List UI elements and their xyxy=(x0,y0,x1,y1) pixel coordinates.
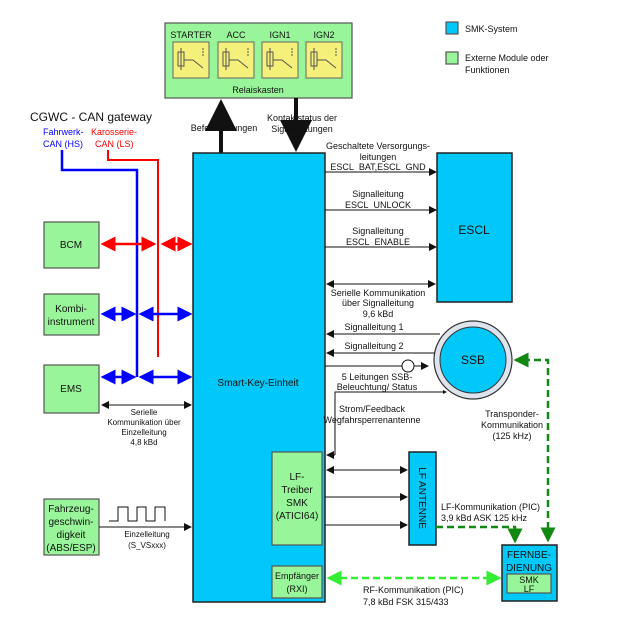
lf-antenna-connections xyxy=(325,466,408,529)
speed-line-label-2: (S_VSxxx) xyxy=(128,541,166,550)
relay-starter: STARTER xyxy=(170,30,212,79)
speed-label-4: (ABS/ESP) xyxy=(46,543,95,554)
contact-status-label: Kontaktstatus der xyxy=(267,113,337,123)
transponder-label-3: (125 kHz) xyxy=(492,431,531,441)
kombi-box xyxy=(43,293,100,336)
escl-connections xyxy=(325,168,437,288)
remote-lf-label: LF xyxy=(524,584,535,594)
remote-label-2: DIENUNG xyxy=(506,563,552,574)
rf-comm-label-2: 7,8 kBd FSK 315/433 xyxy=(363,597,449,607)
escl-label: ESCL xyxy=(458,223,490,237)
legend-external-label: Externe Module oder xyxy=(465,53,549,63)
signal-line-2-label: Signalleitung 2 xyxy=(344,341,403,351)
ssb-connections xyxy=(325,330,447,459)
relay-ign2: IGN2 xyxy=(305,30,343,79)
ls-can-label: Karosserie- xyxy=(91,127,137,137)
signal-line-1-label: Signalleitung 1 xyxy=(344,322,403,332)
ems-label: EMS xyxy=(60,384,82,395)
relay-label: IGN2 xyxy=(313,30,334,40)
transponder-link xyxy=(513,352,556,543)
wireless-links xyxy=(326,352,556,586)
pulse-signal-icon xyxy=(109,506,166,522)
ems-serial-label-3: Einzelleitung xyxy=(121,428,166,437)
kombi-label: Kombi- xyxy=(55,304,87,315)
serial-escl-label-3: 9,6 kBd xyxy=(363,309,394,319)
relay-box-title: Relaiskasten xyxy=(232,85,284,95)
legend: SMK-System Externe Module oder Funktione… xyxy=(445,21,549,75)
remote-smk-lf-box xyxy=(506,573,552,594)
relay-acc: ACC xyxy=(217,30,255,79)
unlock-label-2: ESCL_UNLOCK xyxy=(345,200,411,210)
relay-label: STARTER xyxy=(170,30,212,40)
relay-label: ACC xyxy=(226,30,246,40)
remote-label: FERNBE- xyxy=(507,550,551,561)
legend-smk-swatch xyxy=(445,21,459,35)
lf-driver-label-2: Treiber xyxy=(281,485,313,496)
lf-antenna-box xyxy=(408,451,437,546)
lf-comm-label-2: 3,9 kBd ASK 125 kHz xyxy=(441,513,528,523)
module-connections xyxy=(99,236,193,531)
relay-box: STARTER ACC IGN1 IGN2 Relaiskasten xyxy=(164,22,353,99)
supply-label-3: ESCL_BAT,ESCL_GND xyxy=(330,162,426,172)
unlock-label: Signalleitung xyxy=(352,189,404,199)
bcm-box xyxy=(43,221,100,269)
ssb-lines-label: 5 Leitungen SSB- xyxy=(342,372,413,382)
hs-can-label: Fahrwerk- xyxy=(43,127,84,137)
feedback-label: Strom/Feedback xyxy=(339,404,406,414)
bcm-label: BCM xyxy=(60,240,82,251)
lf-driver-label-4: (ATICI64) xyxy=(276,511,319,522)
serial-escl-label-2: über Signalleitung xyxy=(342,298,414,308)
lf-antenna-label: LF ANTENNE xyxy=(416,467,427,529)
relay-ign1: IGN1 xyxy=(261,30,299,79)
receiver-label-2: (RXI) xyxy=(287,584,308,594)
serial-escl-label: Serielle Kommunikation xyxy=(331,288,426,298)
ems-serial-label-2: Kommunikation über xyxy=(107,418,181,427)
contact-status-label-2: Signalleitungen xyxy=(271,124,333,134)
receiver-label: Empfänger xyxy=(275,571,319,581)
gateway-title: CGWC - CAN gateway xyxy=(30,110,152,124)
hs-can-bus xyxy=(60,150,139,377)
transponder-label: Transponder- xyxy=(485,409,539,419)
lf-driver-box xyxy=(271,451,323,546)
supply-label: Geschaltete Versorgungs- xyxy=(326,141,430,151)
receiver-box xyxy=(271,565,323,599)
lf-comm-label: LF-Kommunikation (PIC) xyxy=(441,502,540,512)
escl-box xyxy=(436,152,513,303)
legend-external-label-2: Funktionen xyxy=(465,65,510,75)
ems-box xyxy=(43,364,100,414)
relay-label: IGN1 xyxy=(269,30,290,40)
speed-label-2: geschwin- xyxy=(48,517,93,528)
legend-smk-label: SMK-System xyxy=(465,24,518,34)
speed-box xyxy=(43,498,100,556)
ls-can-bus xyxy=(107,150,159,357)
ems-serial-label-4: 4,8 kBd xyxy=(130,438,157,447)
speed-label-3: digkeit xyxy=(57,530,86,541)
lf-driver-label-3: SMK xyxy=(286,498,308,509)
rf-comm-label: RF-Kommunikation (PIC) xyxy=(363,585,464,595)
enable-label-2: ESCL_ENABLE xyxy=(346,237,410,247)
command-lines-label: Befehlsleitungen xyxy=(191,123,258,133)
ls-can-label-2: CAN (LS) xyxy=(95,139,134,149)
ems-serial-label: Serielle xyxy=(131,408,158,417)
ssb-label: SSB xyxy=(461,353,485,367)
supply-label-2: leitungen xyxy=(360,152,397,162)
remote-smk-label: SMK xyxy=(519,575,539,585)
kombi-label-2: instrument xyxy=(48,317,95,328)
hs-can-label-2: CAN (HS) xyxy=(43,139,83,149)
legend-external-swatch xyxy=(445,51,459,65)
transponder-label-2: Kommunikation xyxy=(481,420,543,430)
lf-link xyxy=(436,525,523,544)
lf-driver-label: LF- xyxy=(290,472,305,483)
speed-label: Fahrzeug- xyxy=(48,504,94,515)
speed-line-label: Einzelleitung xyxy=(124,530,169,539)
feedback-label-2: Wegfahrsperrenantenne xyxy=(324,415,421,425)
ssb-button xyxy=(439,326,507,394)
enable-label: Signalleitung xyxy=(352,226,404,236)
smart-key-unit-label: Smart-Key-Einheit xyxy=(217,378,298,389)
ssb-lines-label-2: Beleuchtung/ Status xyxy=(337,382,418,392)
